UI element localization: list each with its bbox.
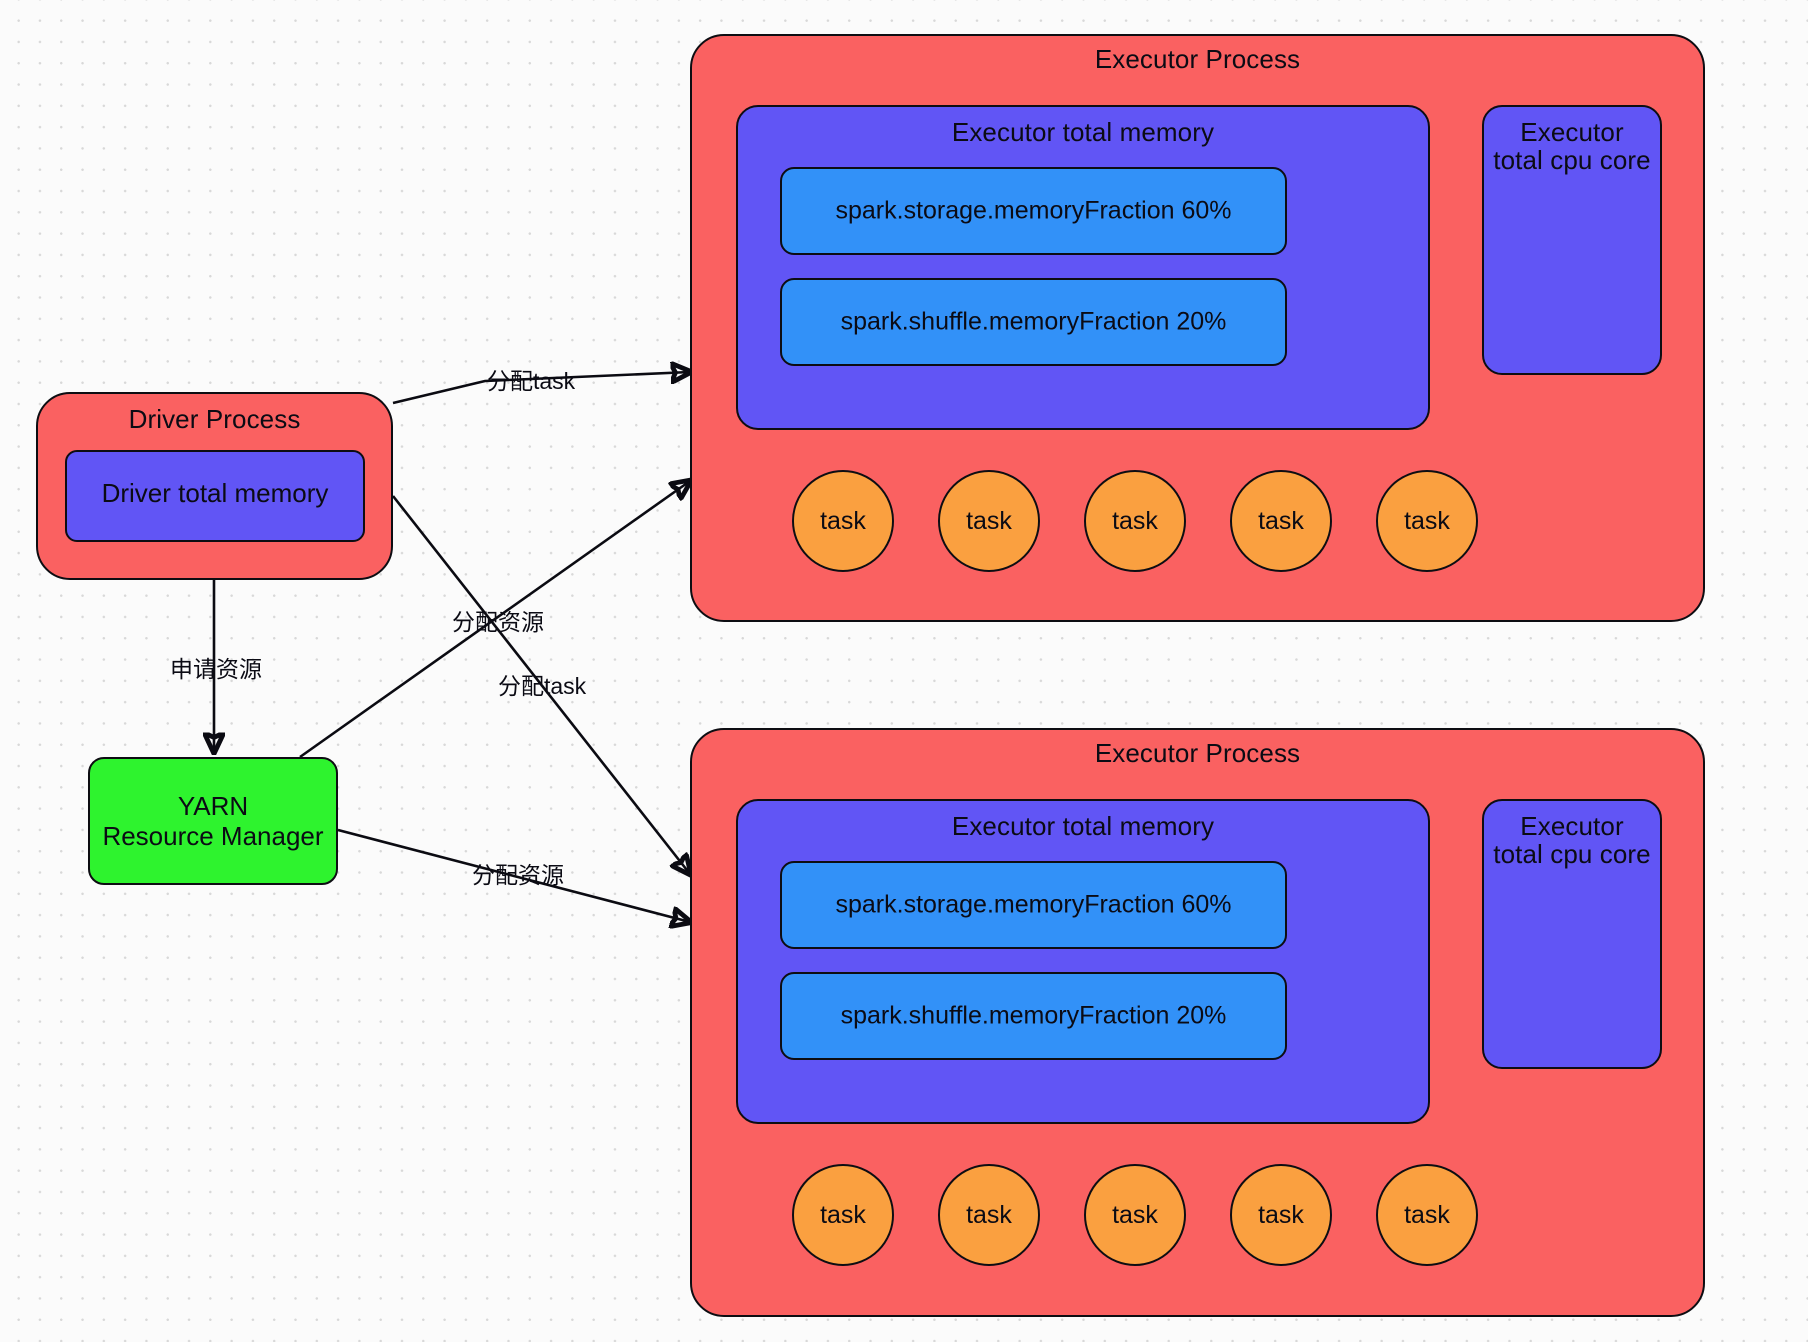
executor-1-total-cpu-core-box[interactable]: Executor total cpu core [1482,105,1662,375]
driver-total-memory-label: Driver total memory [101,478,329,508]
executor-1-cpu-core-label: Executor total cpu core [1484,117,1660,175]
executor-1-task-5[interactable]: task [1376,470,1478,572]
task-label: task [966,1200,1012,1229]
executor-1-cpu-core-line2: total cpu core [1493,144,1651,175]
edge-label-driver-to-executor2-task: 分配task [498,673,587,699]
executor-1-task-1[interactable]: task [792,470,894,572]
executor-2-task-5[interactable]: task [1376,1164,1478,1266]
executor-1-shuffle-fraction-box[interactable]: spark.shuffle.memoryFraction 20% [780,278,1287,366]
executor-2-task-2[interactable]: task [938,1164,1040,1266]
edge-label-driver-to-executor1-task: 分配task [487,368,576,394]
executor-2-cpu-core-label: Executor total cpu core [1484,811,1660,869]
executor-2-cpu-core-line1: Executor [1520,811,1624,841]
executor-2-total-memory-box[interactable]: Executor total memory spark.storage.memo… [736,799,1430,1124]
executor-2-total-memory-title: Executor total memory [951,811,1215,841]
executor-process-1-title: Executor Process [1094,44,1301,74]
executor-1-total-memory-box[interactable]: Executor total memory spark.storage.memo… [736,105,1430,430]
task-label: task [1404,1200,1450,1229]
driver-process-title: Driver Process [128,404,301,434]
executor-process-2-box[interactable]: Executor Process Executor total memory s… [690,728,1705,1317]
task-label: task [820,1200,866,1229]
executor-1-cpu-core-line1: Executor [1520,117,1624,147]
executor-2-shuffle-fraction-label: spark.shuffle.memoryFraction 20% [840,1001,1227,1030]
executor-1-total-memory-title: Executor total memory [951,117,1215,147]
executor-1-storage-fraction-box[interactable]: spark.storage.memoryFraction 60% [780,167,1287,255]
executor-2-task-4[interactable]: task [1230,1164,1332,1266]
edge-label-driver-to-yarn: 申请资源 [170,656,262,682]
executor-1-task-4[interactable]: task [1230,470,1332,572]
executor-2-task-3[interactable]: task [1084,1164,1186,1266]
executor-1-shuffle-fraction-label: spark.shuffle.memoryFraction 20% [840,307,1227,336]
yarn-label-line2: Resource Manager [102,821,324,851]
yarn-label: YARN Resource Manager [90,791,336,851]
executor-process-1-box[interactable]: Executor Process Executor total memory s… [690,34,1705,622]
executor-2-task-1[interactable]: task [792,1164,894,1266]
task-label: task [1112,1200,1158,1229]
task-label: task [1404,506,1450,535]
task-label: task [1258,506,1304,535]
task-label: task [966,506,1012,535]
edge-label-yarn-to-executor2: 分配资源 [472,862,564,888]
executor-process-2-title: Executor Process [1094,738,1301,768]
edge-label-yarn-to-executor1: 分配资源 [452,609,544,635]
driver-process-box[interactable]: Driver Process Driver total memory [36,392,393,580]
task-label: task [1258,1200,1304,1229]
executor-1-task-2[interactable]: task [938,470,1040,572]
executor-2-total-cpu-core-box[interactable]: Executor total cpu core [1482,799,1662,1069]
executor-2-storage-fraction-label: spark.storage.memoryFraction 60% [835,890,1232,919]
task-label: task [820,506,866,535]
driver-total-memory-box[interactable]: Driver total memory [65,450,365,542]
executor-2-shuffle-fraction-box[interactable]: spark.shuffle.memoryFraction 20% [780,972,1287,1060]
yarn-label-line1: YARN [177,790,249,821]
task-label: task [1112,506,1158,535]
executor-1-storage-fraction-label: spark.storage.memoryFraction 60% [835,196,1232,225]
yarn-resource-manager-box[interactable]: YARN Resource Manager [88,757,338,885]
executor-1-task-3[interactable]: task [1084,470,1186,572]
executor-2-storage-fraction-box[interactable]: spark.storage.memoryFraction 60% [780,861,1287,949]
executor-2-cpu-core-line2: total cpu core [1493,838,1651,869]
